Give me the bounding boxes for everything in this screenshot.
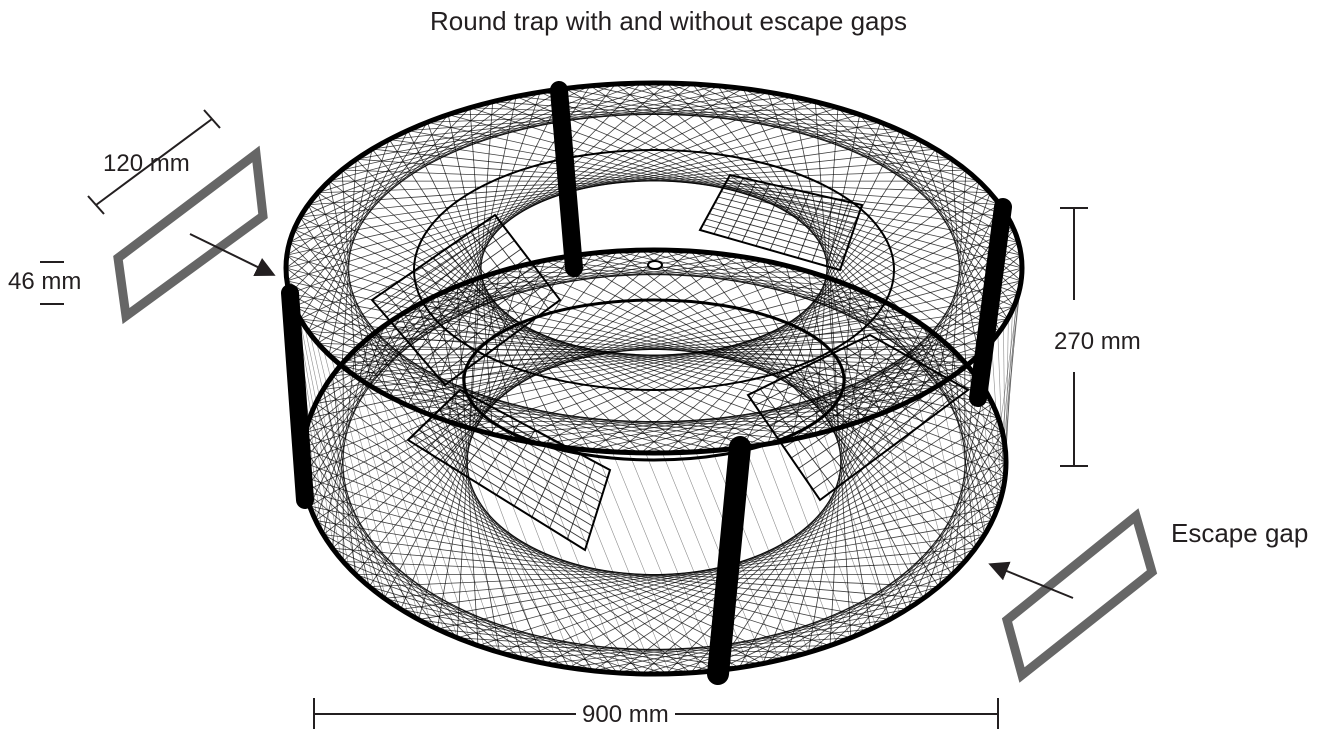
dim-46: [40, 261, 64, 305]
bottom-inner-ring: [462, 298, 846, 462]
post-front: [707, 436, 751, 685]
funnel-1: [370, 213, 562, 387]
arrow-gap-bottom: [988, 561, 1074, 599]
trap-height-label: 270 mm: [1054, 328, 1141, 355]
diagram-title: Round trap with and without escape gaps: [430, 6, 907, 36]
escape-gap-bottom: [1001, 508, 1158, 683]
escape-gap-top: [113, 145, 268, 325]
inner-ring: [413, 149, 895, 391]
post-back: [550, 81, 583, 277]
gap-height-label: 46 mm: [8, 268, 82, 295]
gap-length-label: 120 mm: [103, 150, 190, 177]
trap-diameter-label: 900 mm: [576, 701, 675, 729]
top-rim: [283, 80, 1025, 456]
post-right: [969, 198, 1012, 407]
center-opening: [647, 260, 663, 270]
trap-mesh: [285, 83, 1023, 675]
trap-posts: [281, 81, 1012, 685]
dim-270: [1060, 207, 1088, 467]
dim-120: [87, 109, 221, 215]
escape-gap-label: Escape gap: [1171, 518, 1309, 548]
funnel-2: [698, 173, 864, 272]
funnel-4: [406, 388, 612, 552]
arrow-gap-top: [189, 233, 276, 276]
mesh-layer: [302, 250, 1006, 674]
funnel-3: [746, 333, 970, 502]
post-left: [281, 284, 314, 509]
